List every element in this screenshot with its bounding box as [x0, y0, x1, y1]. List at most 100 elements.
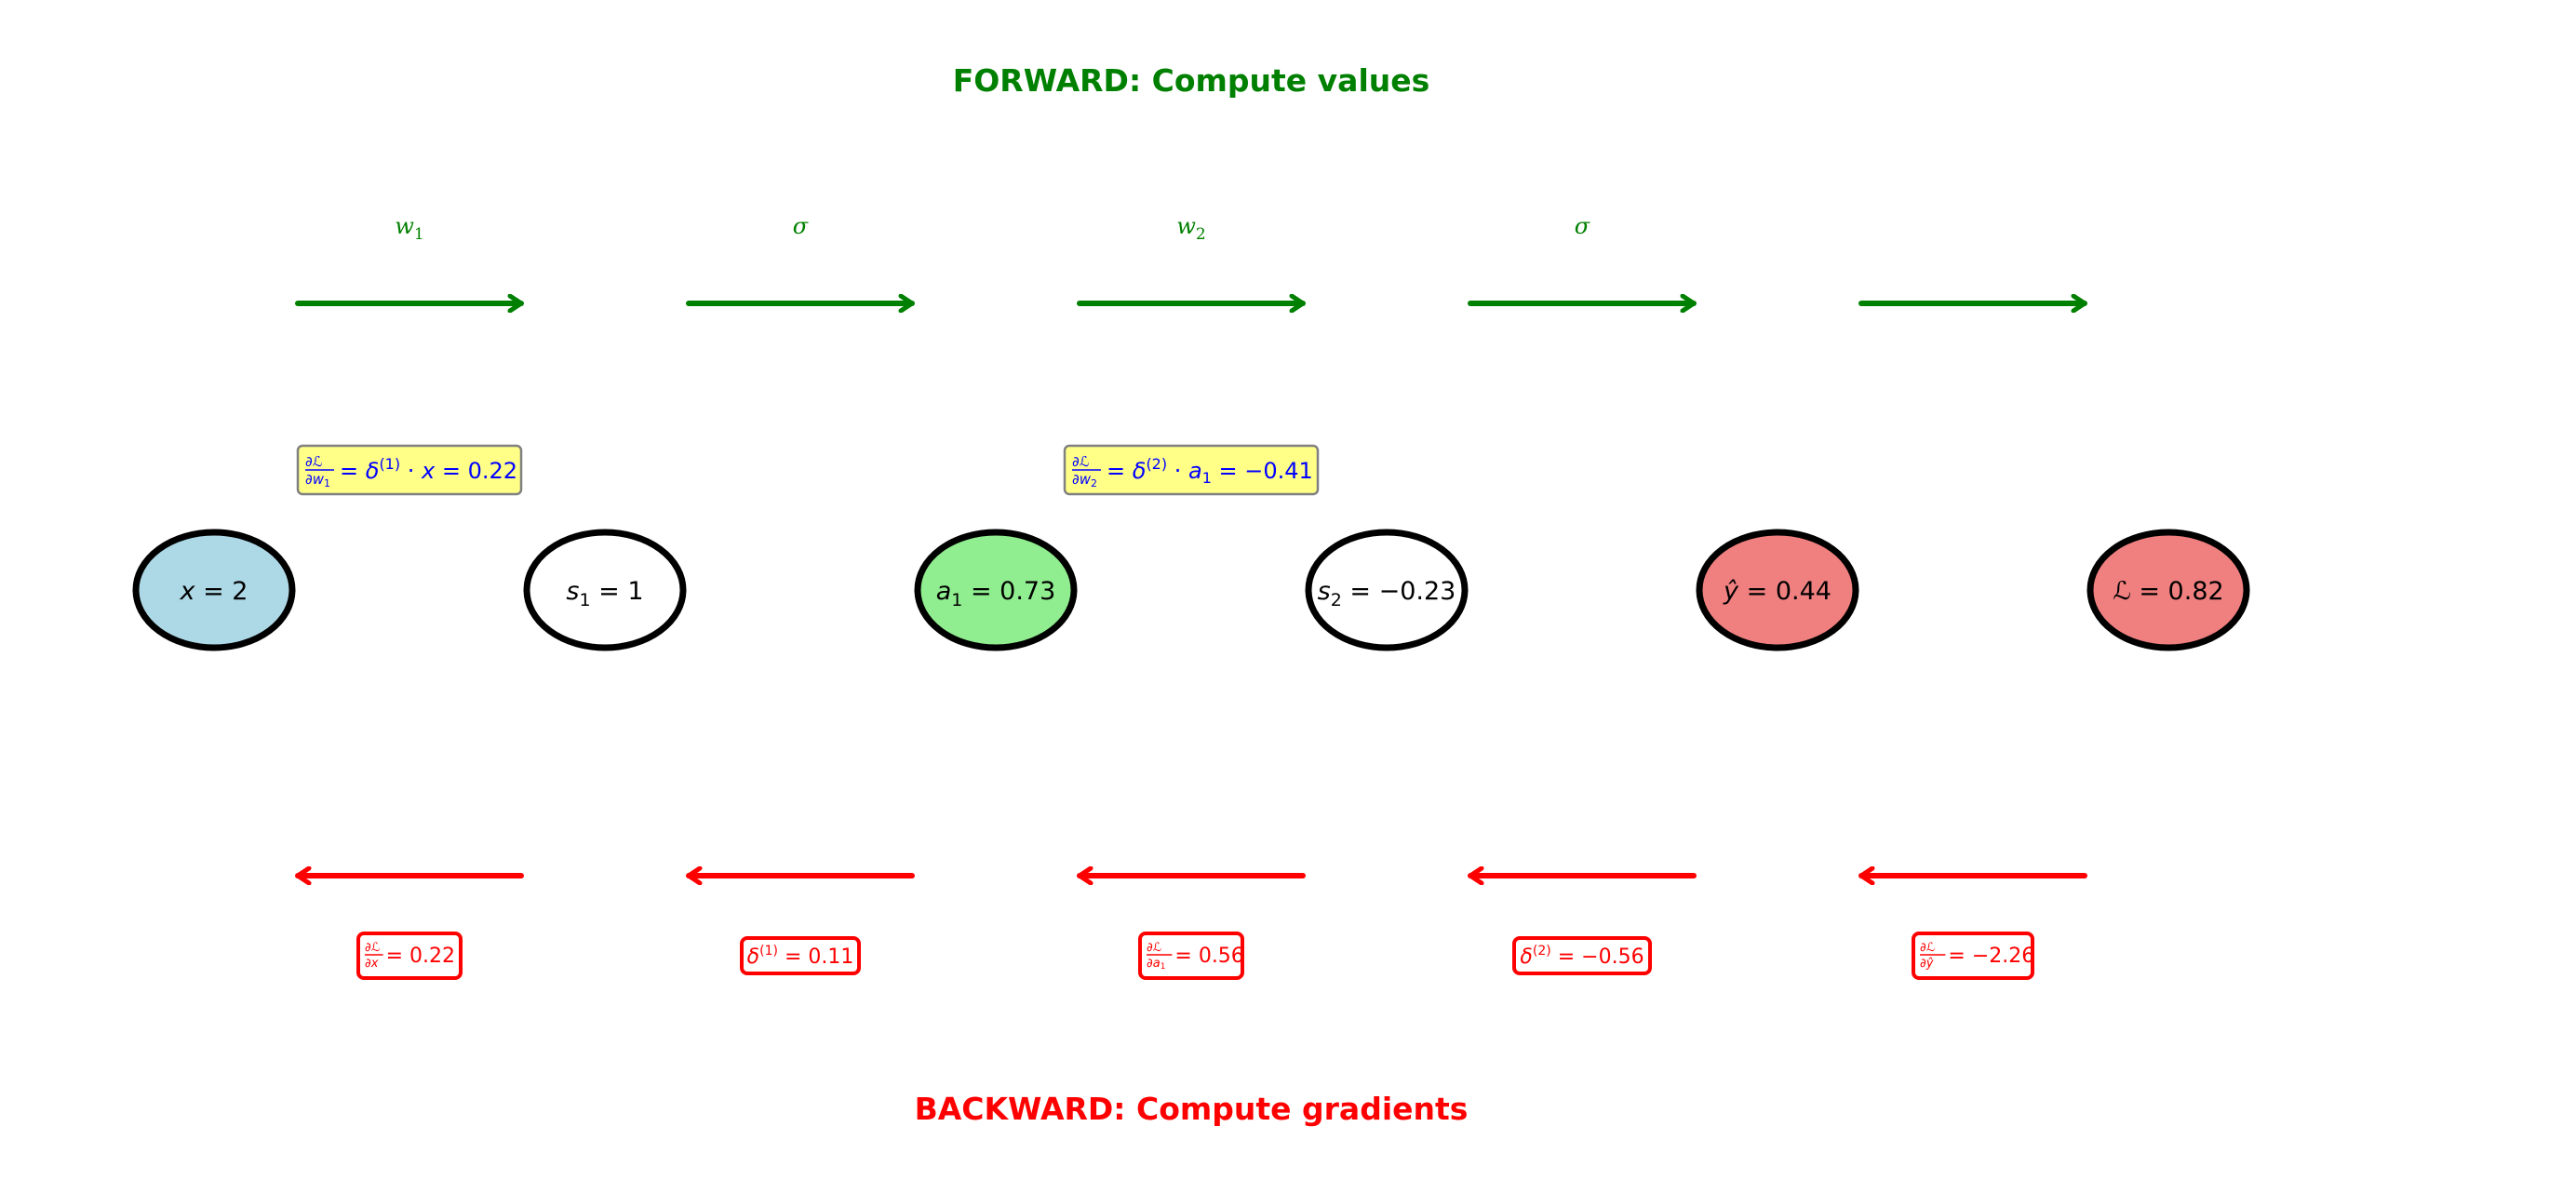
delta-symbol: δ — [1520, 945, 1532, 969]
op-symbol: w — [395, 213, 414, 239]
node-subscript: 2 — [1331, 590, 1342, 610]
gradient-value: = −0.41 — [1212, 458, 1313, 484]
loss-symbol: ℒ — [1153, 941, 1161, 955]
multiplier-var: a — [1188, 458, 1202, 484]
loss-symbol: ℒ — [1080, 453, 1090, 470]
node-value: = 1 — [591, 577, 644, 606]
node-subscript: 1 — [580, 590, 591, 610]
partial-value: = 0.22 — [386, 945, 455, 968]
fraction: ∂ℒ∂a1 — [1147, 941, 1173, 972]
equals: = — [1107, 458, 1133, 484]
fraction-denominator: ∂w2 — [1072, 471, 1097, 489]
gradient-label-box — [1912, 932, 2034, 980]
node-s1[interactable]: s1 = 1 — [523, 529, 687, 651]
op-subscript: 2 — [1196, 225, 1206, 244]
op-symbol: σ — [1575, 213, 1590, 239]
op-symbol: σ — [793, 213, 809, 239]
node-yhat[interactable]: ŷ = 0.44 — [1696, 529, 1859, 651]
node-x[interactable]: x = 2 — [132, 529, 296, 651]
dot: · — [400, 458, 422, 484]
fraction-denominator: ∂ŷ — [1920, 957, 1934, 971]
node-variable: x — [180, 577, 196, 606]
partial-value: = −2.26 — [1948, 945, 2034, 968]
node-variable: s — [1318, 577, 1331, 606]
delta-label: δ(2) = −0.56 — [1512, 936, 1652, 975]
node-subscript: 1 — [951, 590, 962, 610]
wrt-subscript: 1 — [1161, 962, 1166, 972]
delta-layer: (1) — [759, 944, 778, 959]
node-label: ℒ = 0.82 — [2113, 577, 2223, 606]
node-variable: s — [566, 577, 579, 606]
fraction: ∂ℒ ∂ŷ — [1920, 941, 1946, 971]
node-ellipse[interactable] — [523, 529, 687, 651]
forward-title: FORWARD: Compute values — [953, 62, 1430, 99]
node-ellipse[interactable] — [1305, 529, 1469, 651]
partial-symbol: ∂ — [1147, 941, 1153, 955]
fraction-denominator: ∂w1 — [305, 471, 330, 489]
node-loss[interactable]: ℒ = 0.82 — [2086, 529, 2250, 651]
fraction-numerator: ∂ℒ — [365, 941, 380, 955]
delta-layer: (1) — [379, 455, 400, 473]
loss-symbol: ℒ — [371, 941, 380, 955]
wrt-var: a — [1153, 957, 1161, 971]
loss-symbol: ℒ — [1926, 941, 1935, 955]
delta-symbol: δ — [366, 458, 380, 484]
partial-symbol: ∂ — [365, 957, 371, 971]
multiplier-var: x — [421, 458, 436, 484]
node-label: s2 = −0.23 — [1318, 577, 1456, 610]
sigma-label: σ — [793, 213, 809, 239]
delta-layer: (2) — [1533, 944, 1551, 959]
node-variable: ŷ — [1723, 577, 1739, 606]
fraction: ∂ℒ∂w1 — [305, 453, 334, 489]
node-value: = 0.44 — [1738, 577, 1831, 606]
node-ellipse[interactable] — [914, 529, 1078, 651]
node-a1[interactable]: a1 = 0.73 — [914, 529, 1078, 651]
partial-symbol: ∂ — [365, 941, 371, 955]
delta-value: = −0.56 — [1551, 945, 1644, 969]
gradient-expression: = δ(1) · x = 0.22 — [340, 455, 517, 484]
node-label: x = 2 — [180, 577, 248, 606]
fraction-numerator: ∂ℒ — [1920, 941, 1935, 955]
equals: = — [340, 458, 366, 484]
partial-symbol: ∂ — [305, 453, 313, 470]
partial-symbol: ∂ — [1072, 453, 1080, 470]
node-ellipse[interactable] — [2086, 529, 2250, 651]
gradient-value: = −2.26 — [1948, 945, 2034, 968]
node-ellipse[interactable] — [132, 529, 296, 651]
backward-title: BACKWARD: Compute gradients — [915, 1091, 1469, 1127]
node-s2[interactable]: s2 = −0.23 — [1305, 529, 1469, 651]
weight-gradient-box: ∂ℒ∂w1= δ(1) · x = 0.22 — [296, 444, 523, 496]
loss-symbol: ℒ — [313, 453, 323, 470]
partial-symbol: ∂ — [1920, 941, 1926, 955]
weight-gradient-box: ∂ℒ∂w2 = δ(2) · a1 = −0.41 — [1063, 444, 1320, 496]
weight-subscript: 1 — [324, 477, 330, 489]
weight-label: w1 — [395, 213, 423, 244]
weight-subscript: 2 — [1091, 477, 1097, 489]
node-value: = 0.73 — [962, 577, 1055, 606]
node-value: = −0.23 — [1342, 577, 1456, 606]
delta-expression: δ(2) = −0.56 — [1520, 944, 1644, 969]
weight-var: w — [1080, 471, 1092, 488]
op-subscript: 1 — [414, 225, 424, 244]
gradient-value: = 0.56 — [1174, 945, 1243, 968]
weight-gradient-boxes: ∂ℒ∂w1= δ(1) · x = 0.22∂ℒ∂w2= δ(2) · a1 =… — [296, 444, 1320, 496]
node-label: ŷ = 0.44 — [1723, 577, 1831, 606]
node-ellipse[interactable] — [1696, 529, 1859, 651]
weight-label: w2 — [1176, 213, 1205, 244]
delta-symbol: δ — [1133, 458, 1147, 484]
node-value: = 2 — [195, 577, 248, 606]
partial-gradient-label: ∂ℒ ∂ŷ = −2.26 — [1912, 932, 2034, 980]
partial-symbol: ∂ — [1147, 957, 1153, 971]
gradient-box-bg — [1063, 444, 1320, 496]
node-variable: ℒ — [2113, 577, 2130, 606]
partial-gradient-label: ∂ℒ ∂x = 0.22 — [356, 932, 463, 980]
partial-value: = 0.56 — [1174, 945, 1243, 968]
gradient-expression: = δ(2) · a1 = −0.41 — [1107, 455, 1313, 487]
delta-layer: (2) — [1146, 455, 1167, 473]
gradient-label-box — [740, 936, 861, 975]
node-variable: a — [936, 577, 952, 606]
fraction-denominator: ∂x — [365, 957, 379, 971]
